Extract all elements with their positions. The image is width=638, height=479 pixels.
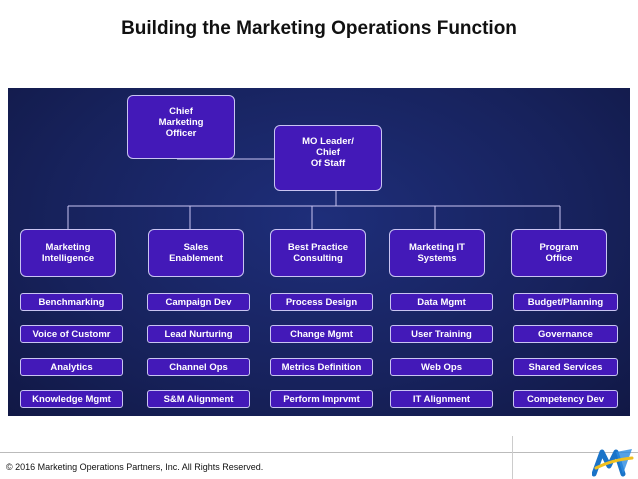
function-item: Metrics Definition	[270, 358, 373, 376]
department-marketing-intelligence: Marketing Intelligence	[20, 229, 116, 277]
function-item: Campaign Dev	[147, 293, 250, 311]
function-item: Web Ops	[390, 358, 493, 376]
function-item: Governance	[513, 325, 618, 343]
function-item: Analytics	[20, 358, 123, 376]
function-item: Change Mgmt	[270, 325, 373, 343]
copyright-text: © 2016 Marketing Operations Partners, In…	[6, 462, 264, 472]
function-item: Shared Services	[513, 358, 618, 376]
function-item: Competency Dev	[513, 390, 618, 408]
page-title: Building the Marketing Operations Functi…	[121, 18, 517, 39]
department-program-office: Program Office	[511, 229, 607, 277]
function-item: IT Alignment	[390, 390, 493, 408]
function-item: Lead Nurturing	[147, 325, 250, 343]
department-best-practice-consulting: Best Practice Consulting	[270, 229, 366, 277]
function-item: Data Mgmt	[390, 293, 493, 311]
function-item: Knowledge Mgmt	[20, 390, 123, 408]
mo-leader-box: MO Leader/ Chief Of Staff	[274, 125, 382, 191]
function-item: Perform Imprvmt	[270, 390, 373, 408]
company-logo-icon	[592, 449, 634, 477]
function-item: Benchmarking	[20, 293, 123, 311]
department-sales-enablement: Sales Enablement	[148, 229, 244, 277]
connector-lines	[67, 158, 561, 229]
org-chart-panel: Chief Marketing Officer MO Leader/ Chief…	[8, 88, 630, 416]
footer-vertical-divider	[512, 436, 513, 479]
function-item: Voice of Customr	[20, 325, 123, 343]
function-item: Process Design	[270, 293, 373, 311]
function-item: Channel Ops	[147, 358, 250, 376]
function-item: Budget/Planning	[513, 293, 618, 311]
department-marketing-it-systems: Marketing IT Systems	[389, 229, 485, 277]
function-item: User Training	[390, 325, 493, 343]
chief-marketing-officer-box: Chief Marketing Officer	[127, 95, 235, 159]
footer-divider	[0, 452, 638, 453]
function-item: S&M Alignment	[147, 390, 250, 408]
